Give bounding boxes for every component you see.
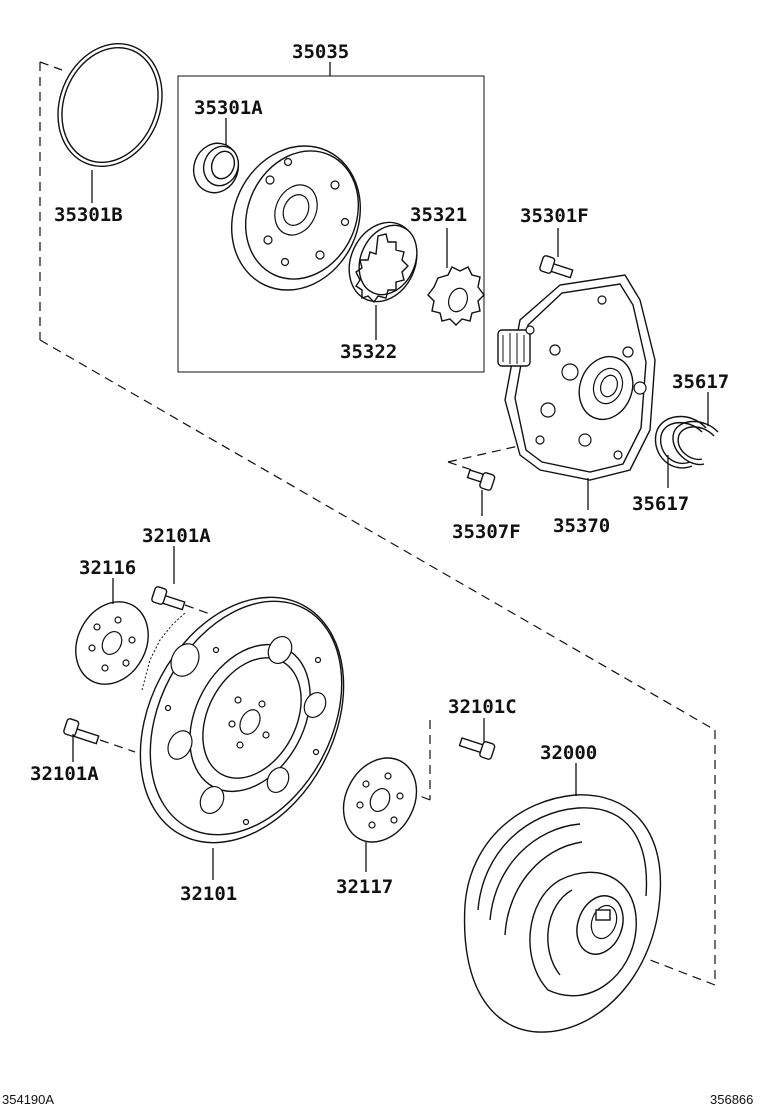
label-35301F: 35301F	[520, 205, 589, 227]
label-32101C: 32101C	[448, 696, 517, 718]
oil-pump-body-35370[interactable]	[497, 274, 656, 481]
bolt-32101C[interactable]	[458, 737, 496, 760]
part-labels: 35035 35301A 35301B 35321 35322 35301F 3…	[30, 41, 729, 905]
driven-gear-35322[interactable]	[337, 211, 430, 312]
label-35617-lower: 35617	[632, 493, 689, 515]
bolt-35301F[interactable]	[539, 255, 574, 279]
bolt-32101A-top[interactable]	[151, 586, 186, 611]
bolt-32101A-left[interactable]	[63, 718, 100, 745]
o-ring-35301B[interactable]	[40, 28, 180, 182]
label-35617-upper: 35617	[672, 371, 729, 393]
footer-right-code: 356866	[710, 1092, 753, 1107]
spacer-plate-32116[interactable]	[62, 589, 162, 697]
label-35301A: 35301A	[194, 97, 263, 119]
label-35370: 35370	[553, 515, 610, 537]
label-32116: 32116	[79, 557, 136, 579]
label-32101A-top: 32101A	[142, 525, 211, 547]
seal-ring-35617-upper[interactable]	[672, 420, 719, 466]
pump-body[interactable]	[209, 125, 384, 312]
oil-seal-35301A[interactable]	[187, 137, 245, 199]
label-35307F: 35307F	[452, 521, 521, 543]
spacer-plate-32117[interactable]	[329, 745, 430, 855]
label-32101A-left: 32101A	[30, 763, 99, 785]
pump-kit-frame-35035	[177, 75, 485, 373]
bolt-35307F[interactable]	[466, 469, 496, 491]
label-35301B: 35301B	[54, 204, 123, 226]
label-35035: 35035	[292, 41, 349, 63]
drive-gear-35321[interactable]	[427, 266, 485, 326]
label-32101: 32101	[180, 883, 237, 905]
label-32117: 32117	[336, 876, 393, 898]
footer-left-code: 354190A	[2, 1092, 54, 1107]
label-32000: 32000	[540, 742, 597, 764]
torque-converter-32000[interactable]	[463, 794, 662, 1033]
seal-ring-35617-lower[interactable]	[654, 415, 707, 469]
label-35321: 35321	[410, 204, 467, 226]
drive-plate-32101[interactable]	[100, 562, 385, 878]
label-35322: 35322	[340, 341, 397, 363]
